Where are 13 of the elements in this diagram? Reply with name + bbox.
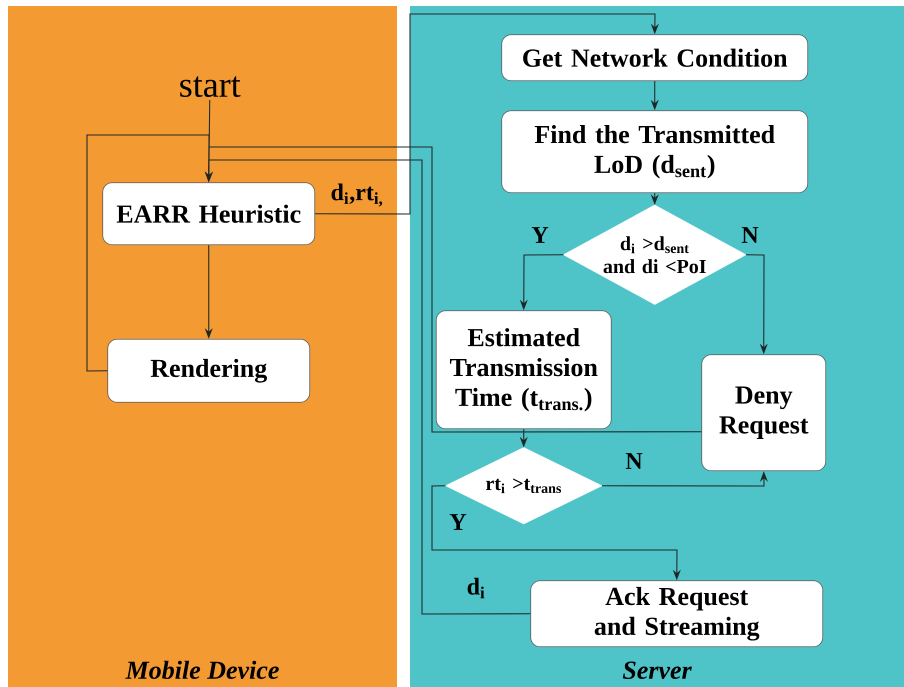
edge-label: d$_{i}$ — [465, 576, 487, 600]
process-box: Estimated Transmission Time (t$_{trans.}$) — [436, 310, 612, 430]
process-box: Deny Request — [701, 354, 826, 472]
edge-label: Y — [530, 226, 550, 244]
process-box: Find the Transmitted LoD (d$_{sent}$) — [501, 110, 808, 194]
process-box: Rendering — [107, 338, 310, 403]
edge-label: d$_{i}$,rt$_{i,}$ — [329, 182, 385, 208]
start-label: start — [180, 76, 241, 98]
arrow — [315, 13, 659, 215]
process-box: Get Network Condition — [501, 34, 808, 82]
process-box: Ack Request and Streaming — [530, 580, 824, 648]
process-box: EARR Heuristic — [102, 182, 316, 246]
edge-label: N — [624, 452, 644, 470]
